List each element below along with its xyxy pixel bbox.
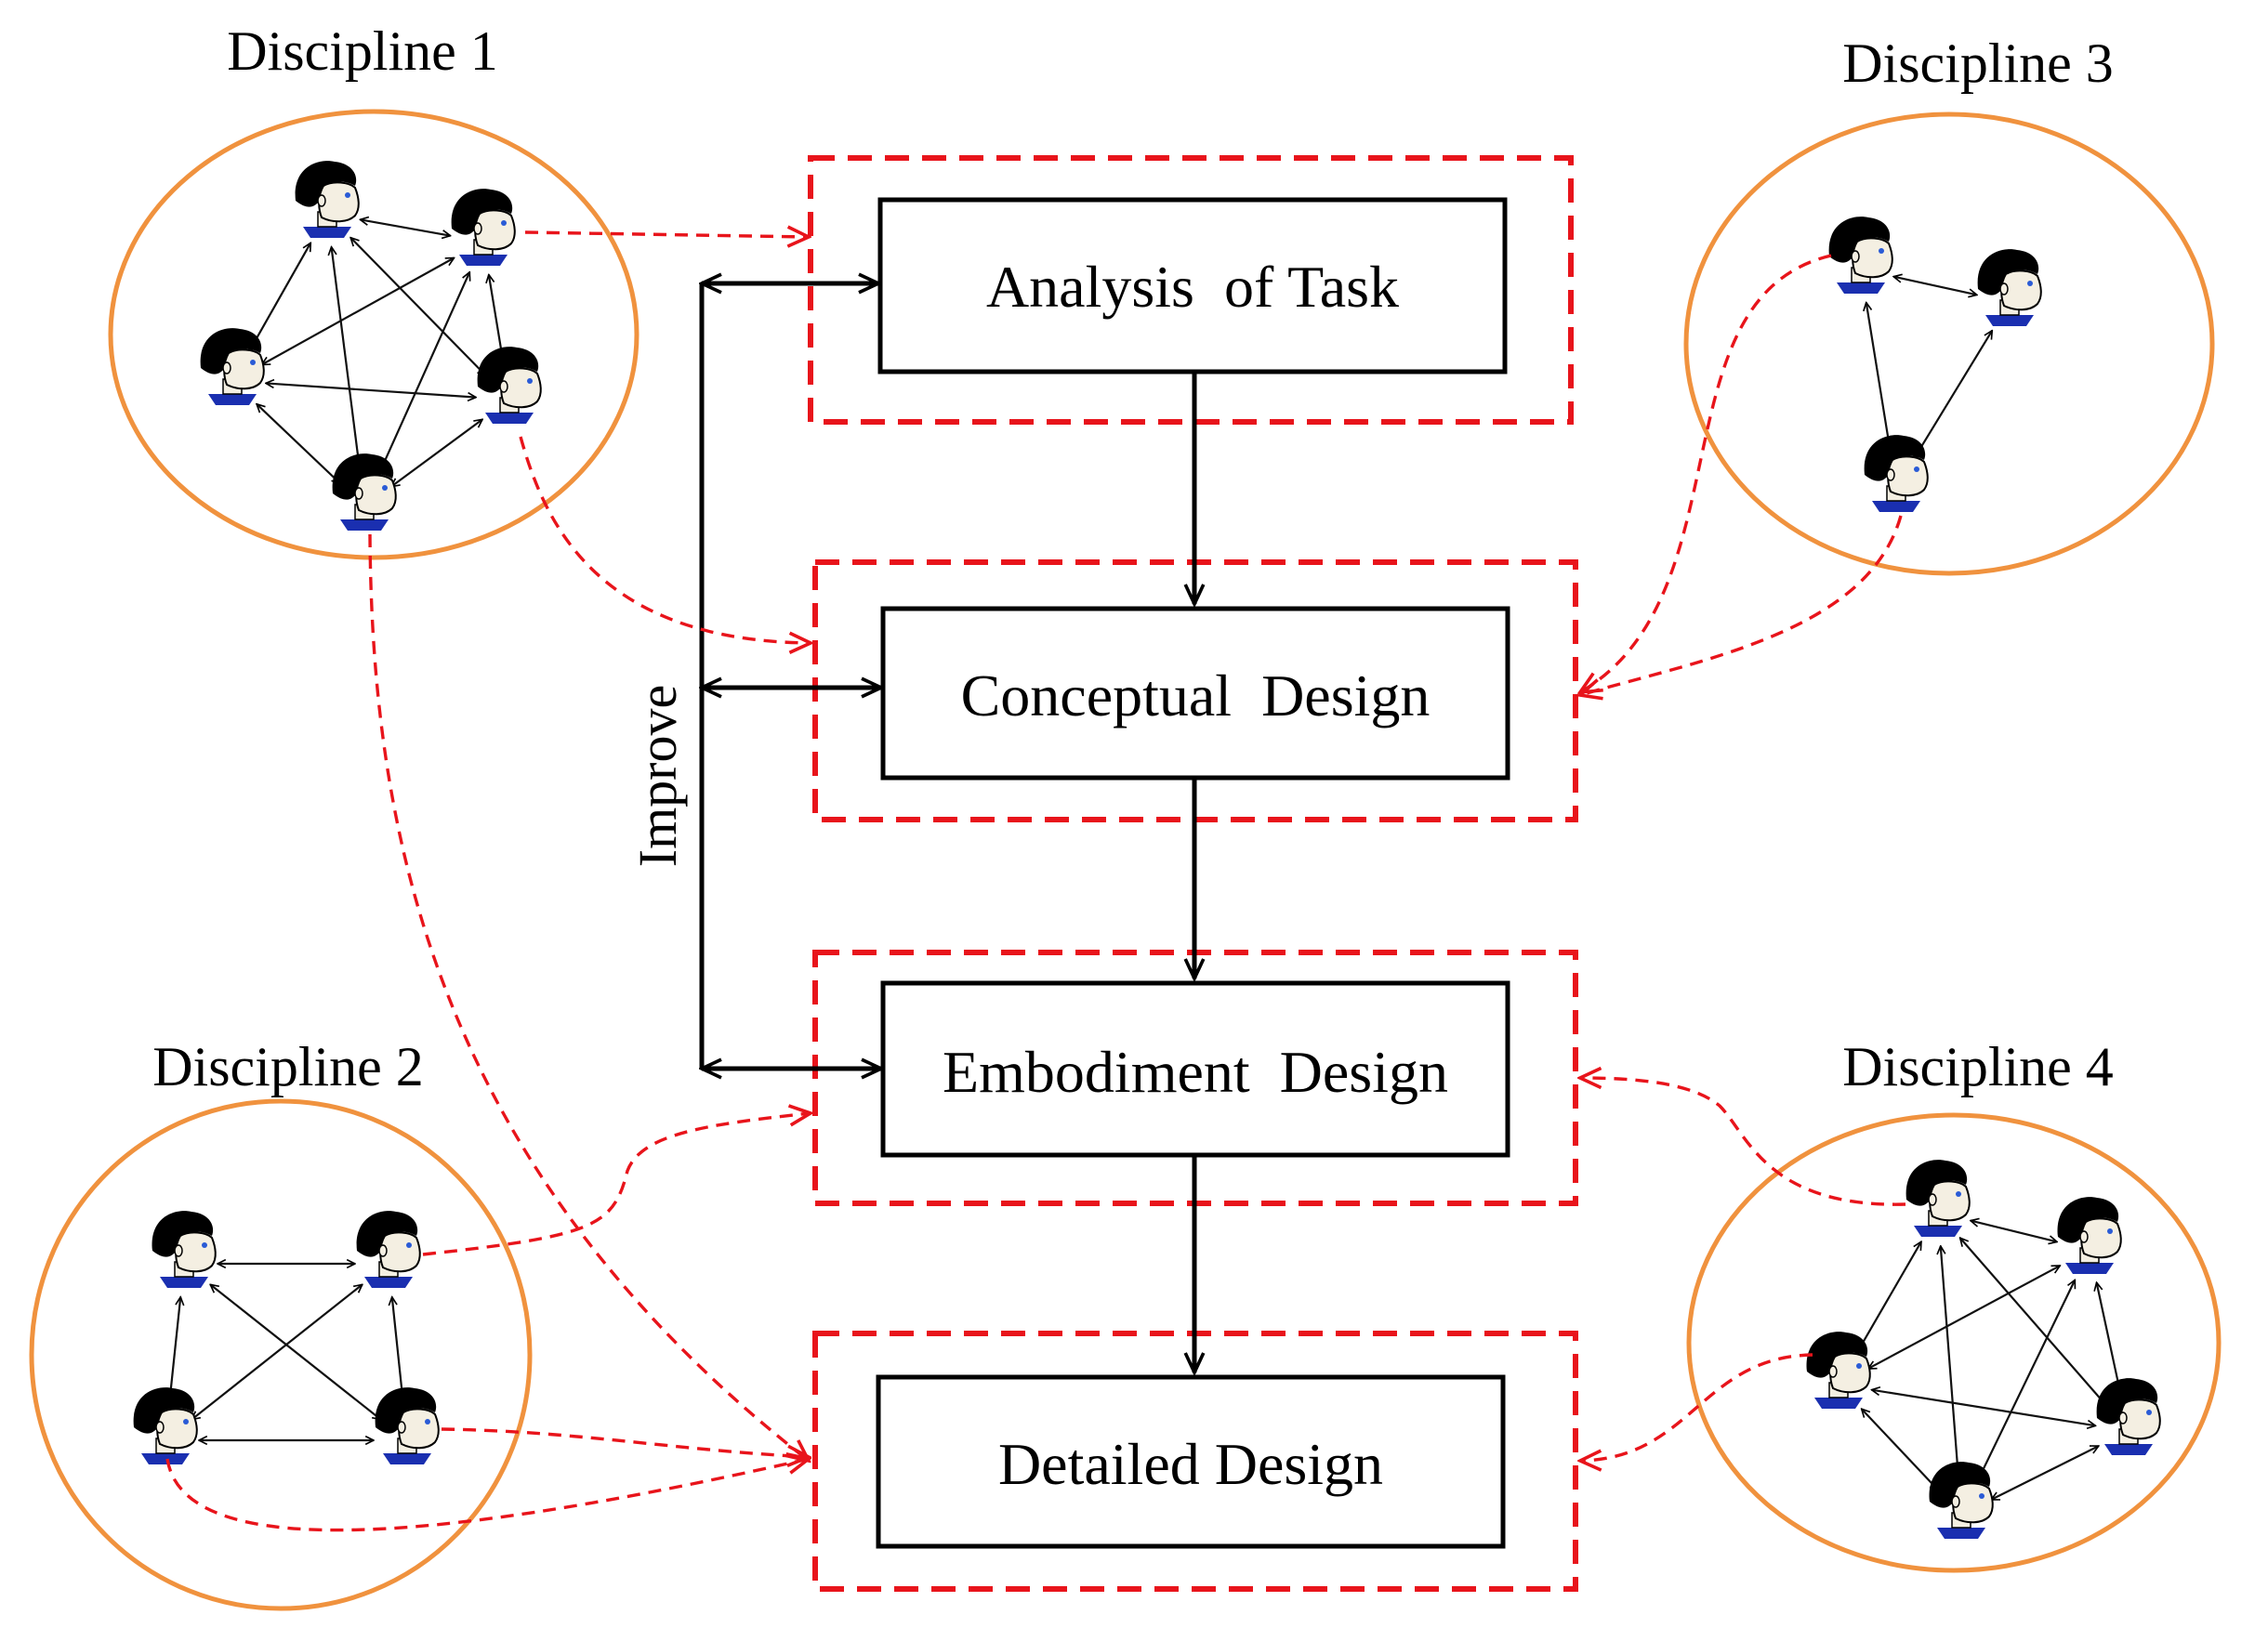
discipline-circle xyxy=(1686,1112,2222,1573)
person-icon xyxy=(332,453,397,531)
member-link xyxy=(210,1284,381,1419)
member-link xyxy=(378,272,470,476)
link-d1-to-detailed xyxy=(368,533,809,1461)
member-link xyxy=(261,256,454,366)
discipline-circle xyxy=(108,109,640,560)
stage-box xyxy=(880,980,1510,1158)
person-icon xyxy=(477,347,542,424)
member-link xyxy=(1974,1280,2077,1484)
member-link xyxy=(1868,1265,2061,1370)
person-icon xyxy=(1977,249,2042,326)
member-links xyxy=(247,219,504,486)
link-d3-to-concept-2 xyxy=(1580,515,1903,695)
improve-label: Improve xyxy=(627,685,688,868)
member-link xyxy=(191,1284,363,1419)
member-link xyxy=(1854,1241,1922,1356)
member-link xyxy=(1971,1221,2057,1242)
member-link xyxy=(360,219,450,235)
stage-task: Analysis of Task xyxy=(808,155,1574,425)
person-icon xyxy=(295,161,360,238)
member-link xyxy=(391,419,482,486)
person-icon xyxy=(2057,1197,2122,1274)
person-icon xyxy=(1929,1462,1994,1539)
stage-label: Analysis of Task xyxy=(986,254,1399,320)
team-network xyxy=(1828,217,2042,512)
discipline-3: Discipline 3 xyxy=(1683,33,2215,576)
link-d3-to-concept xyxy=(1580,254,1832,692)
person-icon xyxy=(451,189,516,266)
improve-feedback: Improve xyxy=(627,283,881,1069)
discipline-label: Discipline 4 xyxy=(1842,1036,2114,1097)
member-links xyxy=(1854,1221,2122,1501)
link-d1-to-task xyxy=(524,232,809,237)
person-icon xyxy=(375,1387,440,1464)
member-link xyxy=(1872,1390,2096,1426)
member-link xyxy=(1941,1246,1958,1481)
member-link xyxy=(1893,277,1977,295)
stage-box xyxy=(880,606,1510,781)
team-network xyxy=(200,161,542,531)
person-icon xyxy=(2096,1378,2161,1455)
link-d2-to-detailed xyxy=(441,1427,809,1457)
person-icon xyxy=(1905,1160,1971,1237)
team-network xyxy=(1806,1160,2161,1539)
stage-box xyxy=(876,1374,1506,1549)
discipline-1: Discipline 1 xyxy=(108,20,640,560)
team-network xyxy=(133,1211,440,1464)
member-links xyxy=(1866,277,1993,460)
discipline-label: Discipline 3 xyxy=(1842,33,2114,94)
link-d2-to-embodiment xyxy=(422,1113,811,1256)
discipline-2: Discipline 2 xyxy=(29,1036,533,1611)
person-icon xyxy=(1864,435,1929,512)
member-link xyxy=(1862,1409,1939,1490)
person-icon xyxy=(152,1211,217,1288)
member-link xyxy=(2097,1282,2122,1398)
person-icon xyxy=(1828,217,1893,294)
member-link xyxy=(332,247,361,474)
member-link xyxy=(1991,1445,2099,1501)
member-link xyxy=(1866,303,1892,455)
person-icon xyxy=(356,1211,421,1288)
discipline-circle xyxy=(1683,112,2215,576)
stage-label: Detailed Design xyxy=(998,1431,1383,1497)
discipline-label: Discipline 2 xyxy=(152,1036,424,1097)
link-d4-to-detailed xyxy=(1580,1353,1813,1461)
member-link xyxy=(1914,331,1993,460)
link-d4-to-embodiment xyxy=(1580,1078,1906,1206)
member-link xyxy=(257,404,340,483)
member-links xyxy=(169,1264,403,1440)
stage-label: Embodiment Design xyxy=(943,1039,1448,1105)
discipline-4: Discipline 4 xyxy=(1686,1036,2222,1573)
member-link xyxy=(266,383,476,397)
person-icon xyxy=(200,328,265,405)
person-icon xyxy=(133,1387,198,1464)
stage-detailed: Detailed Design xyxy=(812,1331,1578,1592)
member-link xyxy=(247,243,312,351)
person-icon xyxy=(1806,1332,1871,1409)
discipline-circle xyxy=(29,1098,533,1611)
link-d2-to-detailed-2 xyxy=(165,1459,809,1532)
stage-label: Conceptual Design xyxy=(961,663,1431,729)
link-d1-to-concept xyxy=(519,436,811,643)
discipline-label: Discipline 1 xyxy=(227,20,498,82)
contribution-links xyxy=(165,232,1906,1532)
